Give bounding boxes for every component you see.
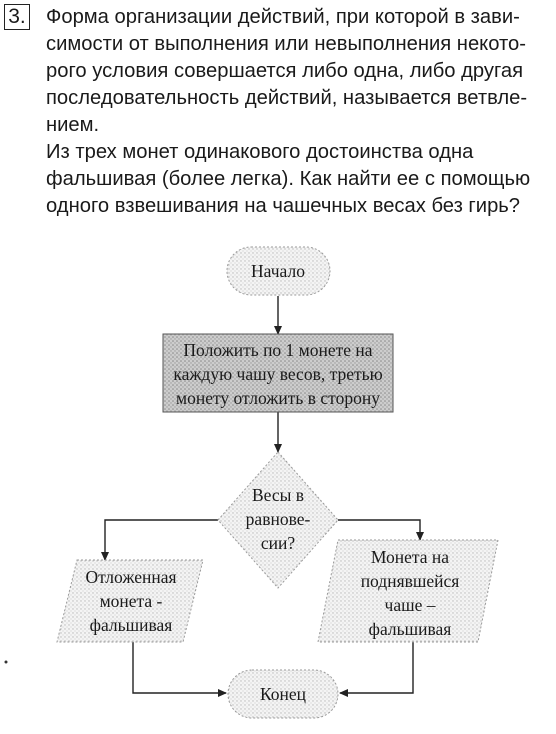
left-output-line: Отложенная <box>85 567 176 587</box>
definition-line: рого условия совершается либо одна, либо… <box>46 60 524 82</box>
right-output-line: Монета на <box>371 547 449 567</box>
arrow-decision-right <box>338 519 424 541</box>
question-line: одного взвешивания на чашечных весах без… <box>46 195 521 217</box>
arrow-left-to-end <box>132 642 227 697</box>
action-line: монету отложить в сторону <box>176 388 380 408</box>
task-number: 3. <box>4 4 30 30</box>
question-line: Из трех монет одинакового достоинства од… <box>46 141 474 163</box>
end-terminator: Конец <box>227 669 339 719</box>
definition-line: Форма организации действий, при которой … <box>46 6 520 28</box>
stray-dot <box>4 660 8 664</box>
definition-line: симости от выполнения или невыполнения н… <box>46 33 526 55</box>
right-output-line: поднявшейся <box>361 571 460 591</box>
definition-line: нием. <box>46 114 100 136</box>
decision-diamond: Весы в равнове- сии? <box>217 451 339 589</box>
decision-line: Весы в <box>252 485 304 505</box>
arrow-decision-left <box>101 519 218 561</box>
action-line: Положить по 1 монете на <box>183 340 372 360</box>
left-output-line: фальшивая <box>90 615 173 635</box>
right-output-line: чаше – <box>385 595 436 615</box>
connectors <box>101 296 424 697</box>
definition-line: последовательность действий, называется … <box>46 87 528 109</box>
right-output-line: фальшивая <box>369 619 452 639</box>
left-output-line: монета - <box>100 591 163 611</box>
arrow-right-to-end <box>339 642 414 697</box>
action-box: Положить по 1 монете на каждую чашу весо… <box>162 333 394 413</box>
start-label: Начало <box>251 261 305 281</box>
start-terminator: Начало <box>226 246 331 296</box>
action-line: каждую чашу весов, третью <box>173 364 382 384</box>
decision-line: сии? <box>261 533 295 553</box>
question-line: фальшивая (более легка). Как найти ее с … <box>46 168 531 190</box>
left-output: Отложенная монета - фальшивая <box>56 559 204 643</box>
decision-line: равнове- <box>246 509 311 529</box>
right-output: Монета на поднявшейся чаше – фальшивая <box>317 539 499 643</box>
end-label: Конец <box>260 684 306 704</box>
task-text: Форма организации действий, при которой … <box>46 4 546 220</box>
